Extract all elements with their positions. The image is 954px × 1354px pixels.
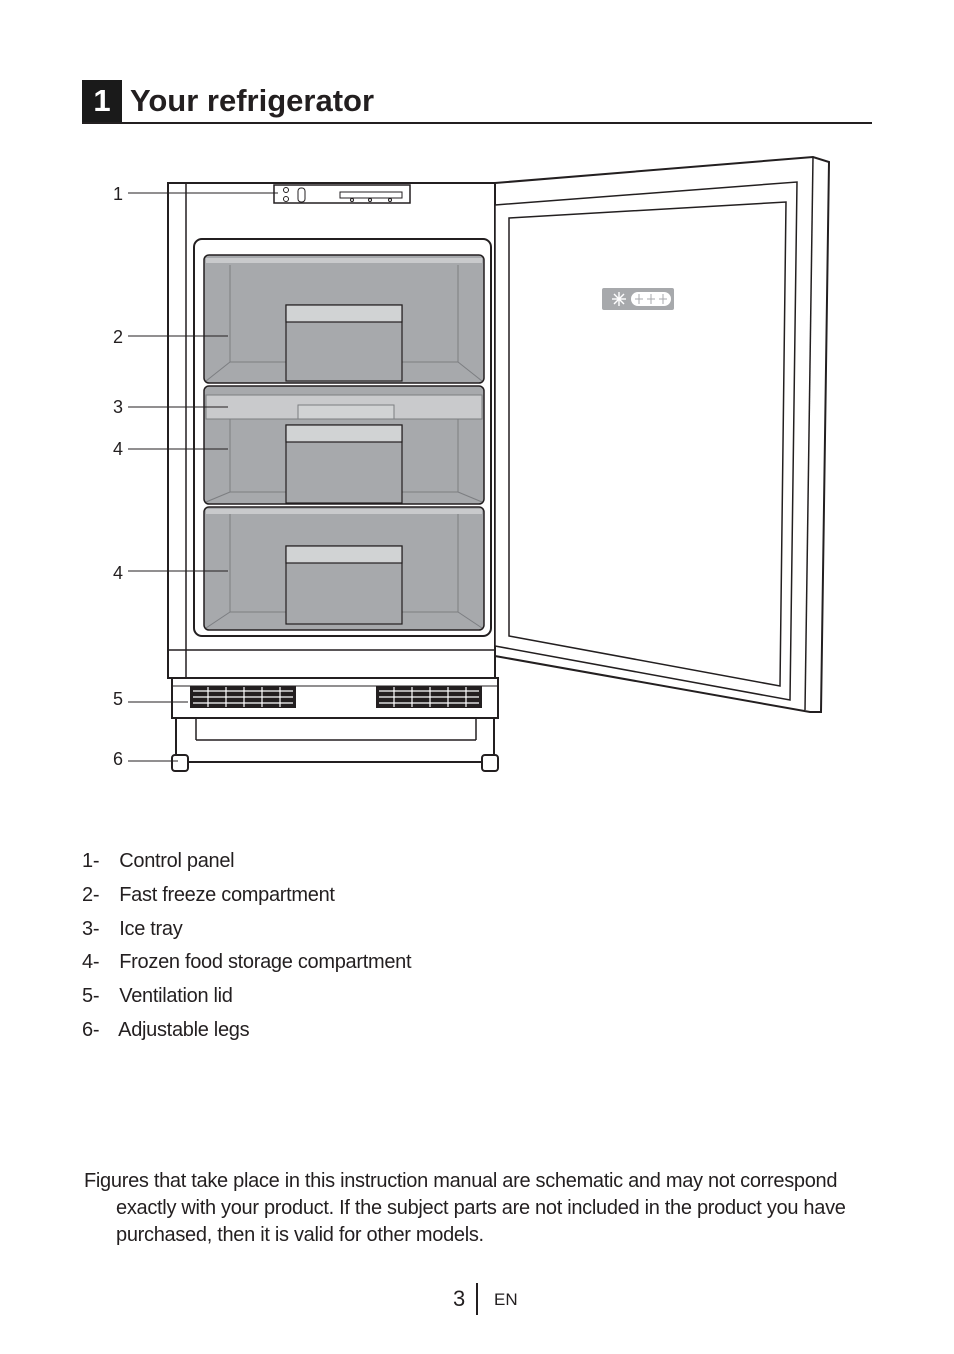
adjustable-leg-left	[171, 754, 189, 772]
control-panel	[273, 184, 411, 204]
adjustable-leg-right	[481, 754, 499, 772]
list-item: 5- Ventilation lid	[82, 985, 233, 1008]
list-item: 4- Frozen food storage compartment	[82, 951, 412, 974]
schematic-note: Figures that take place in this instruct…	[84, 1170, 846, 1246]
callout-5: 5	[113, 689, 123, 709]
drawer-bottom	[203, 506, 485, 631]
callout-3: 3	[113, 397, 123, 417]
list-item: 1- Control panel	[82, 850, 235, 872]
plinth-and-legs	[171, 717, 499, 772]
callout-4a: 4	[113, 439, 123, 459]
list-item: 2- Fast freeze compartment	[82, 883, 335, 906]
section-title: Your refrigerator	[130, 83, 375, 118]
callout-1: 1	[113, 184, 123, 204]
parts-list: 1- Control panel 2- Fast freeze compartm…	[82, 845, 412, 1048]
door	[494, 155, 831, 713]
footer-divider	[476, 1283, 478, 1315]
ventilation-lid	[171, 677, 499, 719]
callout-leaders	[128, 192, 278, 762]
page-number: 3	[453, 1286, 466, 1311]
list-item: 3- Ice tray	[82, 917, 183, 940]
drawer-fast-freeze	[203, 254, 485, 384]
language-code: EN	[494, 1290, 518, 1309]
callout-4b: 4	[113, 563, 123, 583]
section-number: 1	[82, 80, 122, 122]
control-panel-details	[283, 187, 403, 203]
list-item: 6- Adjustable legs	[82, 1018, 250, 1041]
callout-2: 2	[113, 327, 123, 347]
section-header: 1 Your refrigerator	[82, 80, 872, 124]
refrigerator-diagram: 1 2 3 4 4 5 6	[113, 155, 831, 772]
drawer-middle	[203, 385, 485, 505]
callout-6: 6	[113, 749, 123, 769]
